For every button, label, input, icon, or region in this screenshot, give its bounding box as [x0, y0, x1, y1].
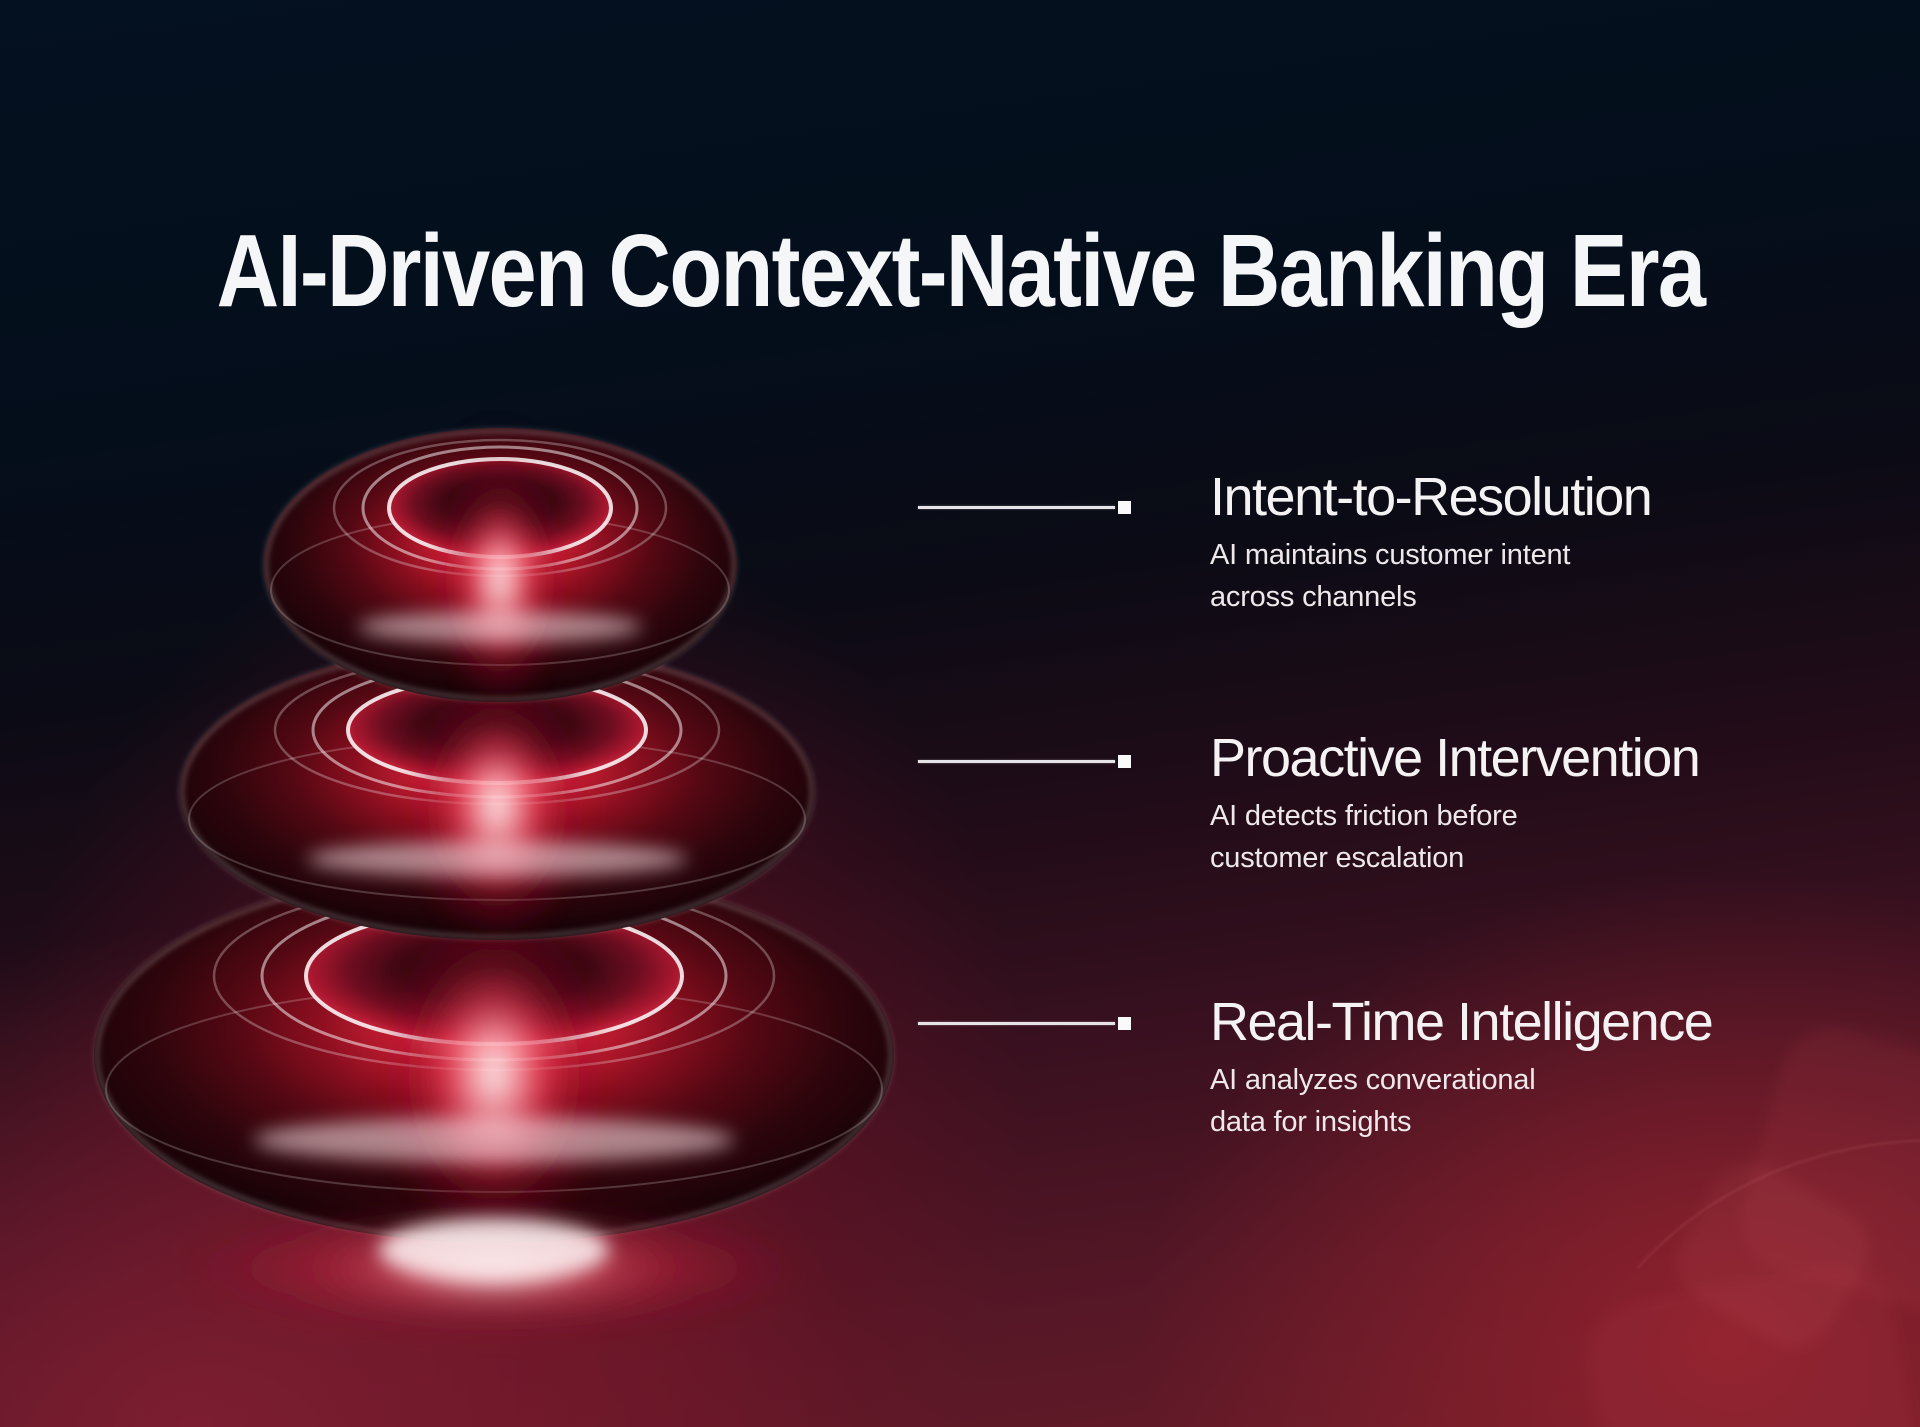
connector-line [918, 505, 1115, 509]
stacked-rings-graphic [70, 400, 910, 1360]
callout-intent-to-resolution: Intent-to-Resolution AI maintains custom… [1210, 466, 1770, 619]
connector-endpoint-square [1118, 500, 1131, 514]
connector-endpoint-square [1118, 1016, 1131, 1030]
ring-top [263, 428, 737, 710]
connector-realtime [918, 1016, 1131, 1030]
ring-bottom [94, 867, 894, 1252]
callout-proactive-intervention: Proactive Intervention AI detects fricti… [1210, 727, 1770, 880]
callout-description: AI maintains customer intent across chan… [1210, 539, 1571, 613]
floor-glow-core [379, 1218, 609, 1282]
callout-heading: Real-Time Intelligence [1210, 992, 1714, 1052]
page-title: AI-Driven Context-Native Banking Era [0, 213, 1920, 328]
callout-real-time-intelligence: Real-Time Intelligence AI analyzes conve… [1210, 991, 1770, 1144]
connector-endpoint-square [1118, 754, 1131, 768]
connector-line [918, 759, 1115, 763]
page-title-text: AI-Driven Context-Native Banking Era [216, 213, 1705, 328]
decor-arc [1529, 1103, 1920, 1427]
connector-proactive [918, 754, 1131, 768]
connector-intent [918, 500, 1131, 514]
ring-middle [179, 644, 815, 947]
stacked-rings-illustration [94, 420, 894, 1326]
callout-heading: Proactive Intervention [1210, 728, 1701, 788]
callout-description: AI analyzes converational data for insig… [1210, 1064, 1536, 1138]
callout-heading: Intent-to-Resolution [1210, 467, 1653, 527]
connector-line [918, 1021, 1115, 1025]
callout-description: AI detects friction before customer esca… [1210, 800, 1518, 874]
